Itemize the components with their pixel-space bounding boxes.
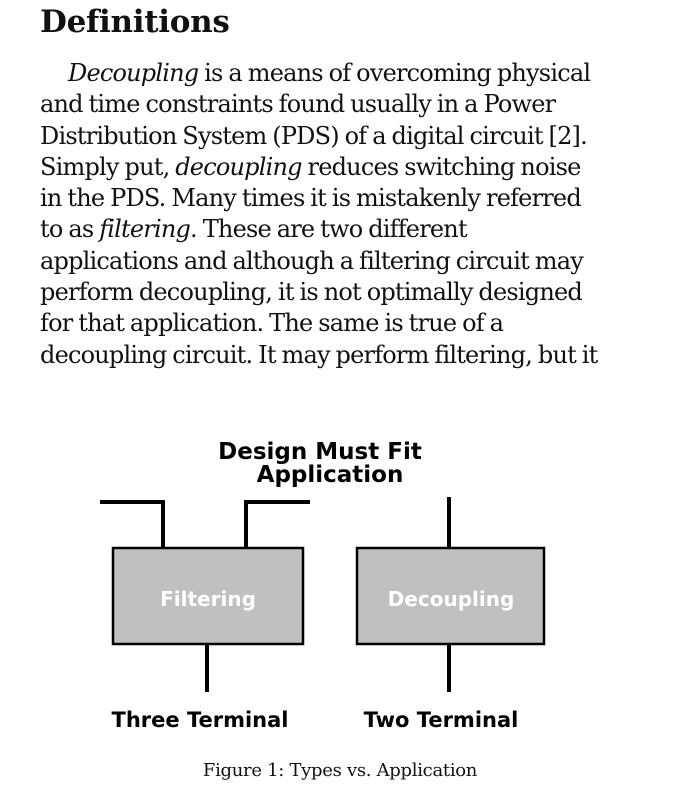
figure-title-line2: Application xyxy=(257,462,404,488)
italic-term: decoupling xyxy=(175,152,302,181)
italic-term: Decoupling xyxy=(68,59,199,87)
left-lead-top-right xyxy=(244,500,310,547)
text-run: Distribution System (PDS) of a digital c… xyxy=(40,121,588,150)
text-run: in the PDS. Many times it is mistakenly … xyxy=(40,184,582,213)
text-run: . These are two different xyxy=(190,215,468,244)
text-run: for that application. The same is true o… xyxy=(40,309,504,338)
body-paragraph: Decoupling is a means of overcoming phys… xyxy=(40,58,660,371)
italic-term: filtering xyxy=(99,215,191,244)
paragraph-line: and time constraints found usually in a … xyxy=(40,89,660,120)
paragraph-line: applications and although a filtering ci… xyxy=(40,246,660,277)
filtering-box-label: Filtering xyxy=(160,587,256,611)
text-run: decoupling circuit. It may perform filte… xyxy=(40,340,598,369)
decoupling-box xyxy=(355,546,546,646)
paragraph-line: Simply put, decoupling reduces switching… xyxy=(40,152,660,183)
figure-caption: Figure 1: Types vs. Application xyxy=(202,760,478,781)
decoupling-box-label: Decoupling xyxy=(388,587,515,611)
figure-title-line1: Design Must Fit xyxy=(218,439,422,465)
paragraph-line: to as filtering. These are two different xyxy=(40,214,660,245)
paragraph-line: Distribution System (PDS) of a digital c… xyxy=(40,121,660,152)
text-run: to as xyxy=(40,215,100,244)
paragraph-line: decoupling circuit. It may perform filte… xyxy=(40,340,660,371)
text-run: applications and although a filtering ci… xyxy=(40,246,584,275)
text-run: perform decoupling, it is not optimally … xyxy=(40,278,583,307)
section-heading: Definitions xyxy=(40,4,230,40)
three-terminal-label: Three Terminal xyxy=(112,708,289,732)
paragraph-line: perform decoupling, it is not optimally … xyxy=(40,277,660,308)
paragraph-line: for that application. The same is true o… xyxy=(40,308,660,339)
text-run: is a means of overcoming physical xyxy=(198,59,591,87)
paragraph-line: in the PDS. Many times it is mistakenly … xyxy=(40,183,660,214)
text-run: Simply put, xyxy=(40,152,176,181)
two-terminal-label: Two Terminal xyxy=(364,708,519,732)
figure-diagram: Design Must Fit Application Filtering De… xyxy=(100,439,546,732)
filtering-box xyxy=(111,546,305,646)
left-lead-top-left xyxy=(100,500,165,547)
text-run: and time constraints found usually in a … xyxy=(40,90,556,119)
paragraph-line: Decoupling is a means of overcoming phys… xyxy=(40,58,660,89)
text-run: reduces switching noise xyxy=(301,152,582,181)
